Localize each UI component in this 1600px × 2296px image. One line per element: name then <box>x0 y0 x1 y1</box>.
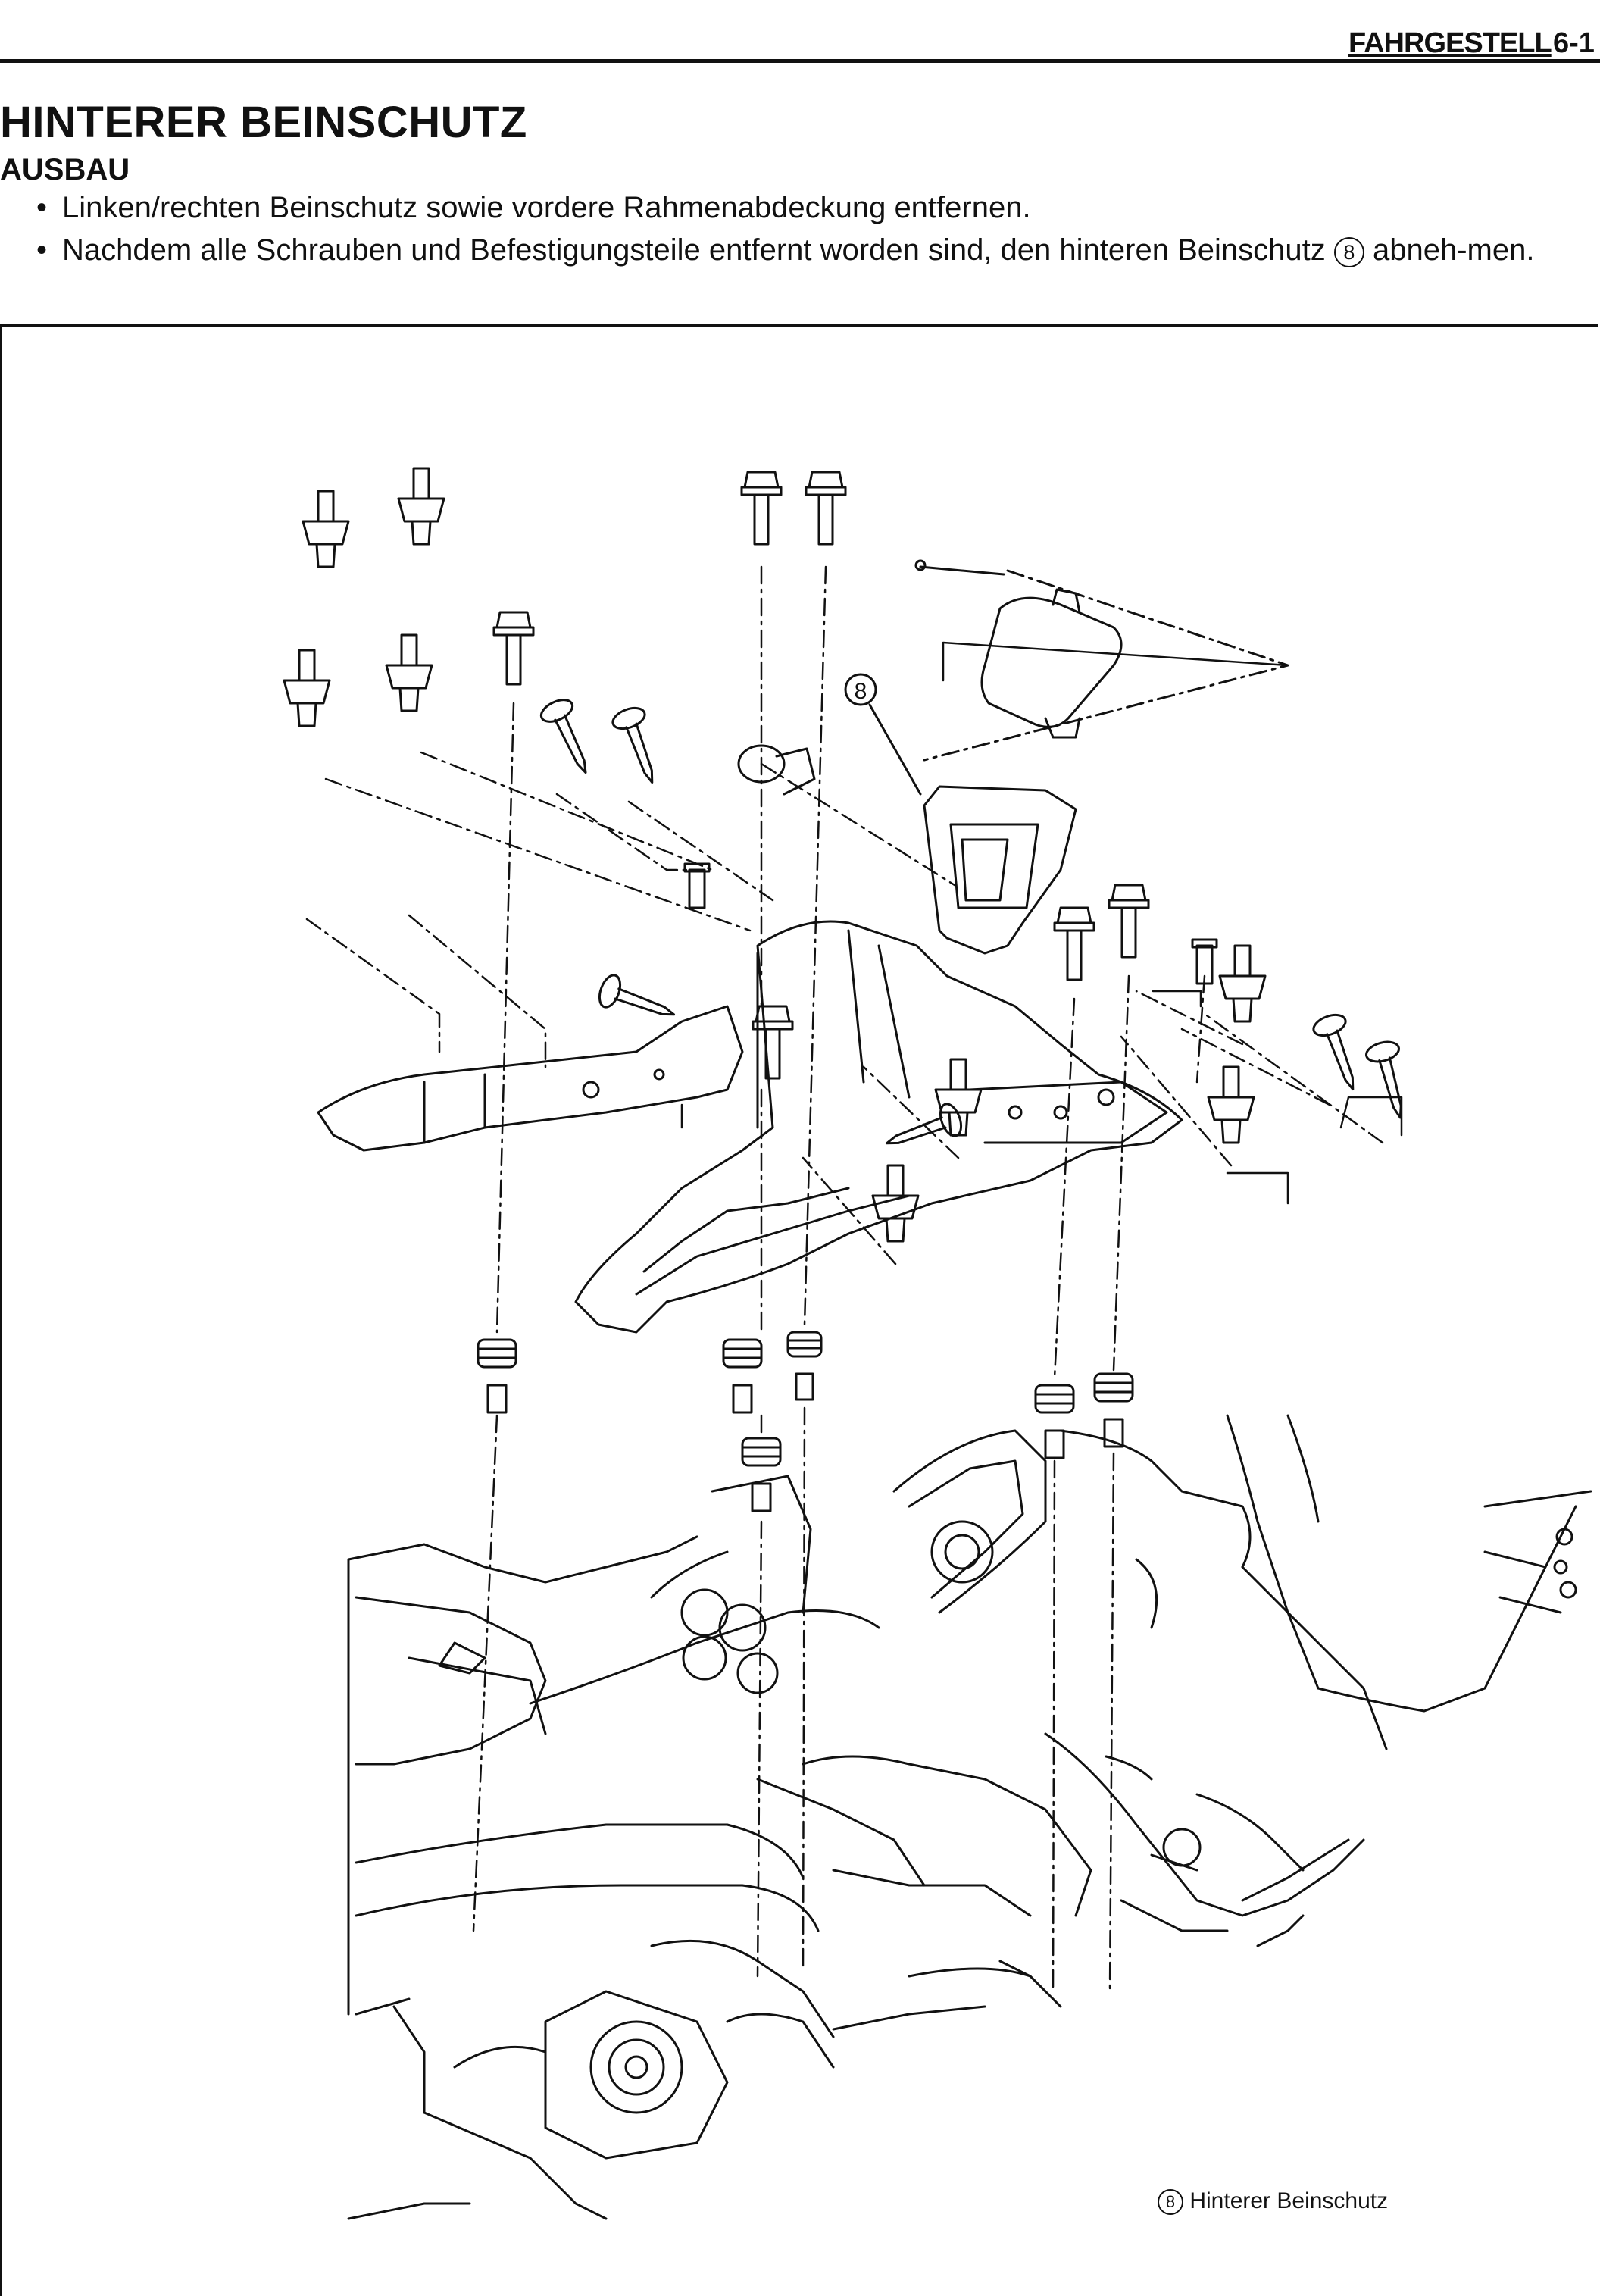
caption-text: Hinterer Beinschutz <box>1189 2188 1389 2213</box>
instruction-item: • Linken/rechten Beinschutz sowie vorder… <box>0 189 1600 226</box>
running-header-section: FAHRGESTELL <box>1348 27 1552 59</box>
instruction-text-end: abneh-men. <box>1364 233 1535 267</box>
grommets-collars <box>477 1331 1134 1512</box>
page-number: 6-1 <box>1553 27 1595 59</box>
left-rail-part <box>317 1005 744 1152</box>
instruction-text: Linken/rechten Beinschutz sowie vordere … <box>62 191 1031 224</box>
figure-frame <box>0 324 1598 2296</box>
section-title: AUSBAU <box>0 153 130 186</box>
bullet-icon: • <box>36 233 48 267</box>
part-ref-badge: 8 <box>1333 237 1364 267</box>
exploded-view-illustration: 8 <box>283 467 1592 2220</box>
fasteners <box>283 467 1402 1243</box>
part-ref-badge: 8 <box>1158 2189 1183 2215</box>
page-title: HINTERER BEINSCHUTZ <box>0 98 527 147</box>
leader-lines <box>305 565 1384 1993</box>
header-rule <box>0 59 1600 63</box>
callout-8: 8 <box>844 673 922 796</box>
instruction-list: • Linken/rechten Beinschutz sowie vorder… <box>0 189 1600 274</box>
figure-caption: 8 Hinterer Beinschutz <box>1158 2188 1388 2215</box>
instruction-text: Nachdem alle Schrauben und Befestigungst… <box>62 233 1334 267</box>
instruction-item: • Nachdem alle Schrauben und Befestigung… <box>0 232 1600 268</box>
callout-number: 8 <box>855 679 867 704</box>
bracket-lines <box>680 641 1403 1205</box>
cover-lid <box>914 559 1289 762</box>
bullet-icon: • <box>36 191 48 224</box>
rear-leg-shield-part <box>574 785 1183 1334</box>
motorcycle-frame <box>347 1414 1592 2220</box>
